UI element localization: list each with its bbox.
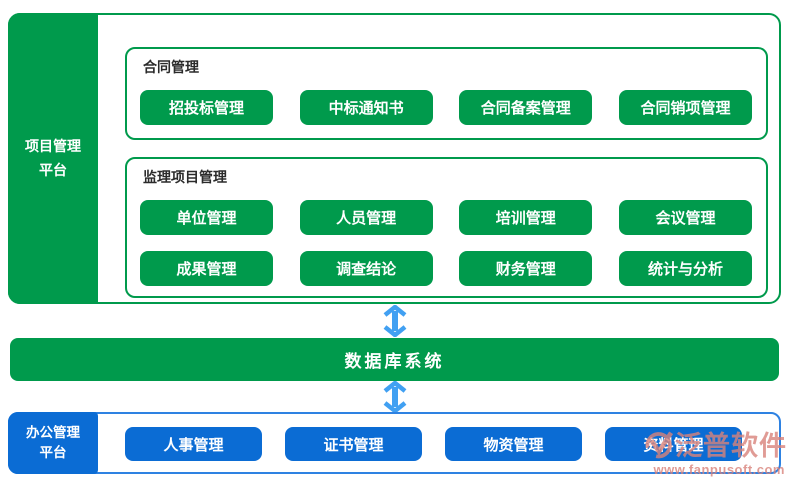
office-platform-row: 人事管理 证书管理 物资管理 资料管理 [125,427,742,461]
contract-group-title: 合同管理 [143,59,199,75]
btn-training-management[interactable]: 培训管理 [459,200,593,235]
office-platform-label: 办公管理 平台 [8,412,98,474]
btn-personnel-management[interactable]: 人员管理 [299,200,433,235]
btn-certificate-management[interactable]: 证书管理 [285,427,422,461]
btn-hr-management[interactable]: 人事管理 [125,427,262,461]
btn-award-notice[interactable]: 中标通知书 [299,90,433,125]
btn-unit-management[interactable]: 单位管理 [140,200,273,235]
btn-document-management[interactable]: 资料管理 [605,427,742,461]
supervision-project-group: 监理项目管理 单位管理 人员管理 培训管理 会议管理 成果管理 调查结论 财务管… [125,157,768,298]
contract-management-group: 合同管理 招投标管理 中标通知书 合同备案管理 合同销项管理 [125,47,768,140]
btn-meeting-management[interactable]: 会议管理 [618,200,752,235]
contract-group-row: 招投标管理 中标通知书 合同备案管理 合同销项管理 [140,90,752,125]
btn-results-management[interactable]: 成果管理 [140,251,273,286]
btn-contract-closeout[interactable]: 合同销项管理 [618,90,752,125]
project-platform-label: 项目管理 平台 [8,13,98,304]
database-system-bar: 数据库系统 [10,338,779,381]
project-platform-label-line1: 项目管理 [25,138,81,155]
supervision-group-title: 监理项目管理 [143,169,227,185]
btn-survey-conclusion[interactable]: 调查结论 [299,251,433,286]
office-platform-panel: 人事管理 证书管理 物资管理 资料管理 [8,412,781,474]
project-platform-label-line2: 平台 [39,161,67,178]
btn-finance-management[interactable]: 财务管理 [459,251,593,286]
btn-bidding-management[interactable]: 招投标管理 [140,90,273,125]
btn-contract-filing[interactable]: 合同备案管理 [459,90,593,125]
double-arrow-icon-bottom [382,381,408,413]
supervision-group-row-1: 单位管理 人员管理 培训管理 会议管理 [140,200,752,235]
supervision-group-row-2: 成果管理 调查结论 财务管理 统计与分析 [140,251,752,286]
office-platform-label-line2: 平台 [39,445,67,460]
btn-material-management[interactable]: 物资管理 [445,427,582,461]
project-platform-panel: 合同管理 招投标管理 中标通知书 合同备案管理 合同销项管理 监理项目管理 单位… [8,13,781,304]
double-arrow-icon-top [382,305,408,337]
btn-statistics-analysis[interactable]: 统计与分析 [618,251,752,286]
office-platform-label-line1: 办公管理 [26,424,80,440]
